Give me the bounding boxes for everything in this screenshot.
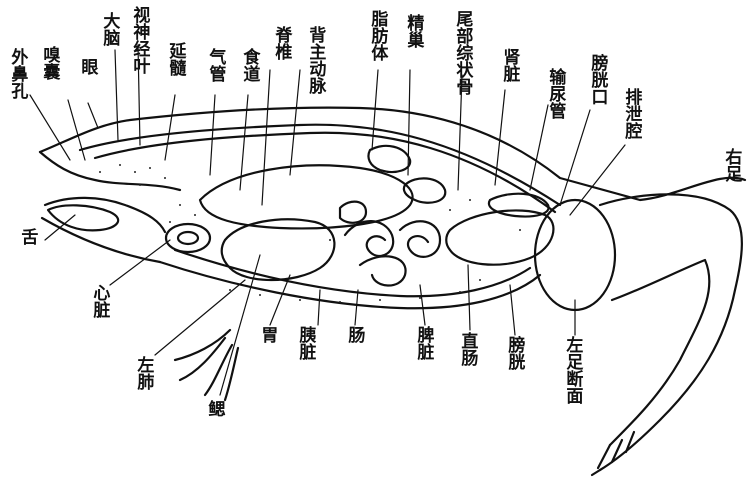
label-gills: 鳃	[205, 400, 222, 417]
label-eye: 眼	[78, 58, 95, 75]
label-intestine: 肠	[345, 326, 362, 343]
dorsal-wall-inner	[95, 133, 555, 212]
label-rectum: 直肠	[458, 332, 475, 366]
label-kidney: 肾脏	[500, 48, 517, 82]
label-pancreas: 胰脏	[296, 326, 313, 360]
throat-line	[42, 218, 160, 262]
label-optic-lobe: 视神经叶	[130, 6, 147, 74]
right-foot-toes	[592, 432, 634, 475]
label-outer-nostril: 外鼻孔	[8, 48, 25, 99]
label-left-leg-section: 左足断面	[563, 336, 580, 404]
label-spleen: 脾脏	[414, 326, 431, 360]
right-leg-lower	[610, 260, 709, 445]
label-dorsal-aorta: 背主动脉	[306, 26, 323, 94]
label-stomach: 胃	[258, 326, 275, 343]
label-medulla: 延髓	[166, 42, 183, 76]
fat-body-shape	[368, 146, 410, 172]
label-olfactory-sac: 嗅囊	[40, 46, 57, 80]
label-fat-body: 脂肪体	[368, 10, 385, 61]
label-cerebrum: 大脑	[100, 12, 117, 46]
label-trachea: 气管	[206, 48, 223, 82]
label-left-lung: 左肺	[134, 356, 151, 390]
heart-shape	[166, 224, 210, 252]
snout-upper	[40, 152, 180, 190]
label-tongue: 舌	[18, 228, 35, 245]
label-gonad: 精巢	[404, 14, 421, 48]
label-heart: 心脏	[90, 284, 107, 318]
leg-section	[535, 200, 615, 310]
label-bladder: 膀胱	[505, 336, 522, 370]
label-ureter: 输尿管	[546, 68, 563, 119]
heart-inner	[178, 232, 198, 244]
intestine-coils	[345, 221, 440, 285]
right-leg-upper	[600, 194, 742, 470]
label-cloaca: 排泄腔	[622, 88, 639, 139]
label-bladder-opening: 膀胱口	[588, 54, 605, 105]
label-urostyle: 尾部综状骨	[453, 10, 470, 95]
label-spinal-cord: 脊椎	[272, 26, 289, 60]
ventral-inner	[175, 250, 530, 296]
liver-outline	[200, 165, 413, 228]
ventral-outline	[160, 262, 540, 308]
label-esophagus: 食道	[240, 48, 257, 82]
label-right-leg: 右足	[722, 148, 739, 182]
lower-jaw	[45, 198, 165, 232]
small-organ	[340, 202, 366, 223]
